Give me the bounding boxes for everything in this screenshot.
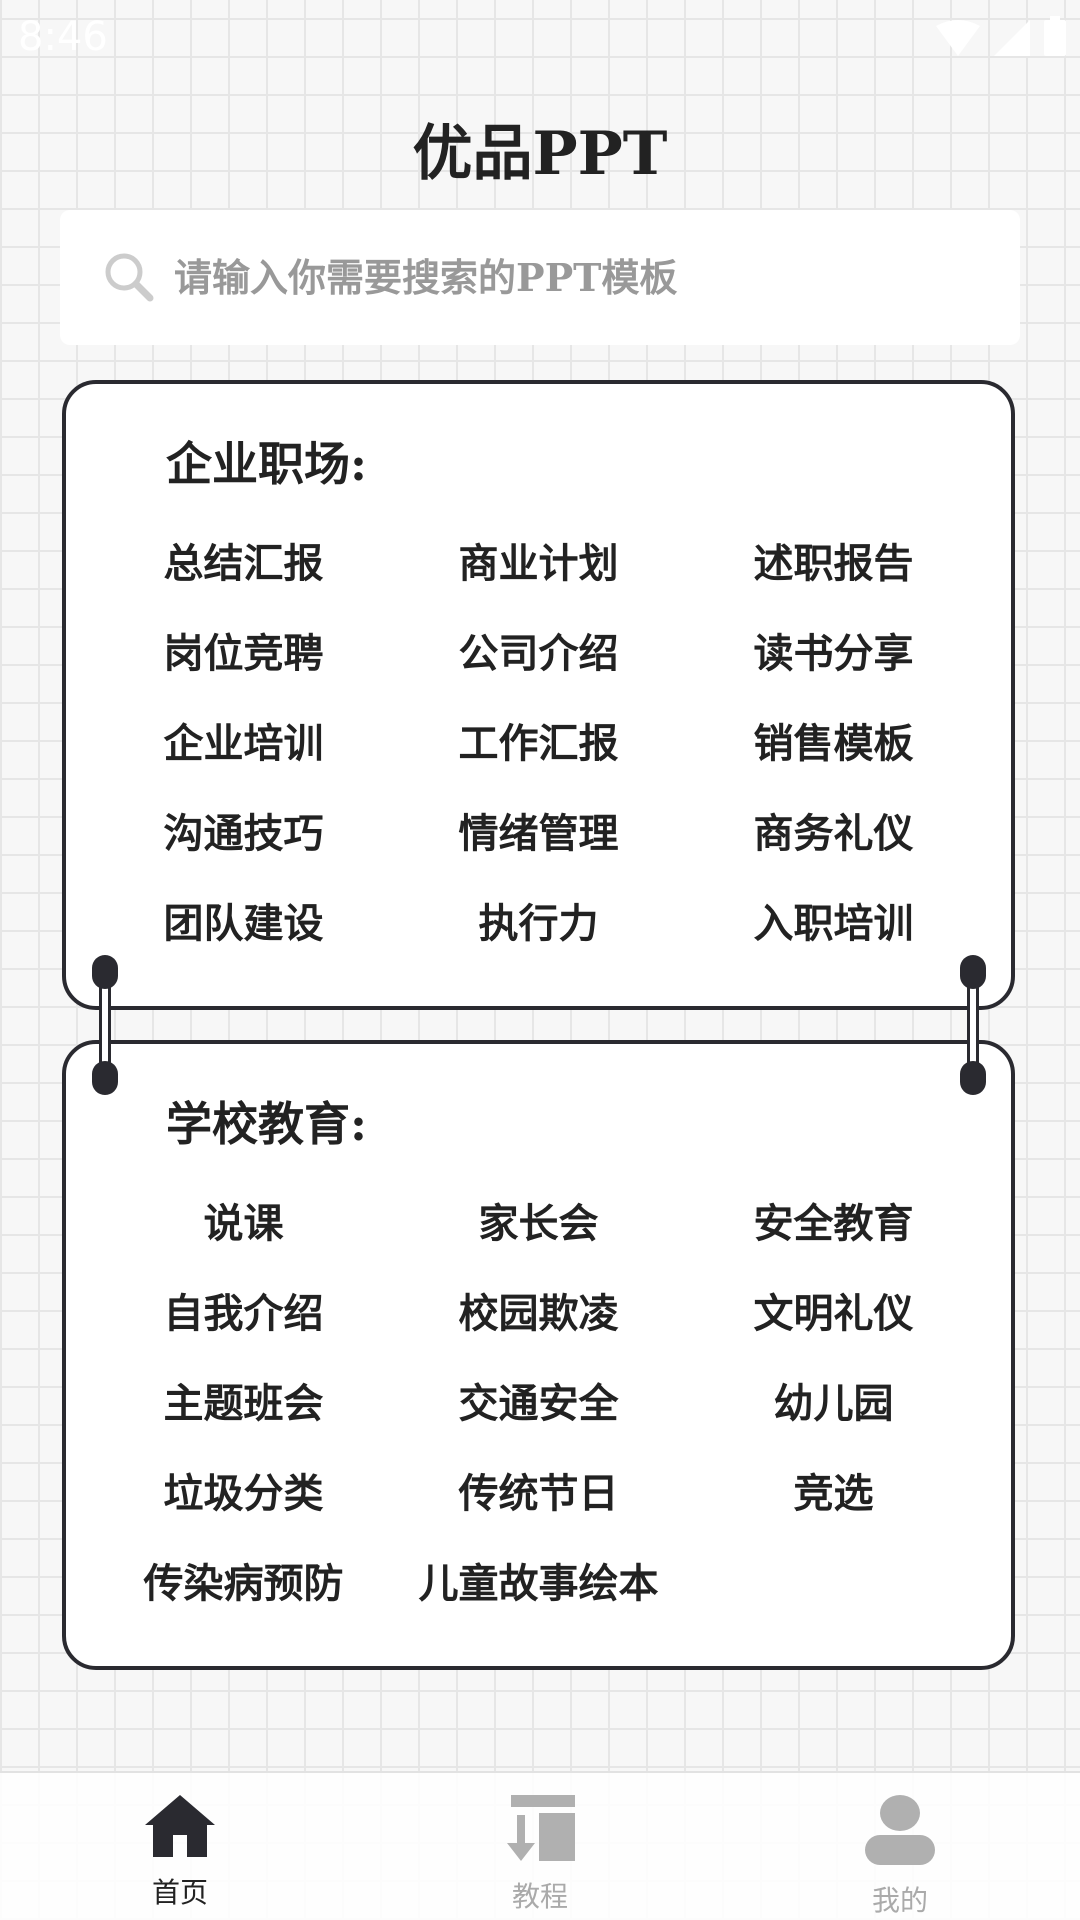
category-item[interactable]: 自我介绍: [163, 1290, 324, 1337]
category-item[interactable]: 岗位竞聘: [163, 630, 324, 677]
battery-icon: [1044, 16, 1066, 56]
tab-tutorial[interactable]: 教程: [360, 1773, 720, 1920]
category-item[interactable]: 说课: [203, 1200, 284, 1247]
category-item[interactable]: 总结汇报: [163, 540, 324, 587]
category-item[interactable]: 竞选: [793, 1470, 874, 1517]
page-title: 优品PPT: [412, 119, 668, 189]
search-input[interactable]: [174, 255, 954, 300]
category-item[interactable]: 企业培训: [163, 720, 324, 767]
category-item[interactable]: 公司介绍: [458, 630, 619, 677]
category-item[interactable]: 传统节日: [458, 1470, 619, 1517]
category-item[interactable]: 幼儿园: [773, 1380, 894, 1427]
category-item[interactable]: 传染病预防: [143, 1560, 344, 1607]
tutorial-icon: [507, 1795, 575, 1861]
category-item[interactable]: 入职培训: [753, 900, 914, 947]
binder-ring-right: [960, 955, 986, 1095]
category-item[interactable]: 商务礼仪: [753, 810, 914, 857]
section-card-school: 学校教育: 说课 家长会 安全教育自我介绍 校园欺凌 文明礼仪主题班会 交通安全 幼儿园垃圾…: [62, 1040, 1015, 1670]
search-bar[interactable]: [60, 210, 1020, 345]
wifi-icon: [936, 20, 980, 56]
tab-home[interactable]: 首页: [0, 1773, 360, 1920]
category-item[interactable]: 沟通技巧: [163, 810, 324, 857]
tab-profile[interactable]: 我的: [720, 1773, 1080, 1920]
status-bar: 8:46: [0, 0, 1080, 70]
category-item[interactable]: 执行力: [478, 900, 599, 947]
category-item[interactable]: 校园欺凌: [458, 1290, 619, 1337]
category-item[interactable]: 儿童故事绘本: [418, 1560, 659, 1607]
signal-icon: [994, 20, 1030, 56]
category-item[interactable]: 情绪管理: [458, 810, 619, 857]
category-item[interactable]: 述职报告: [753, 540, 914, 587]
category-item[interactable]: 安全教育: [753, 1200, 914, 1247]
search-icon: [105, 253, 154, 301]
category-item[interactable]: 团队建设: [163, 900, 324, 947]
home-icon: [145, 1795, 215, 1857]
category-item[interactable]: 商业计划: [458, 540, 619, 587]
bottom-nav: 首页 教程 我的: [0, 1771, 1080, 1920]
category-item[interactable]: 垃圾分类: [163, 1470, 324, 1517]
category-item[interactable]: 销售模板: [753, 720, 914, 767]
section-card-business: 企业职场: 总结汇报 商业计划 述职报告岗位竞聘 公司介绍 读书分享企业培训 工作汇报 销售…: [62, 380, 1015, 1010]
binder-ring-left: [92, 955, 118, 1095]
status-time: 8:46: [18, 14, 108, 60]
category-item[interactable]: 交通安全: [458, 1380, 619, 1427]
category-item[interactable]: 家长会: [478, 1200, 599, 1247]
section-title: 企业职场:: [160, 434, 371, 494]
category-item[interactable]: 文明礼仪: [753, 1290, 914, 1337]
section-title: 学校教育:: [160, 1094, 371, 1154]
category-item[interactable]: 主题班会: [163, 1380, 324, 1427]
category-item[interactable]: 读书分享: [753, 630, 914, 677]
profile-icon: [865, 1795, 935, 1865]
category-item[interactable]: 工作汇报: [458, 720, 619, 767]
